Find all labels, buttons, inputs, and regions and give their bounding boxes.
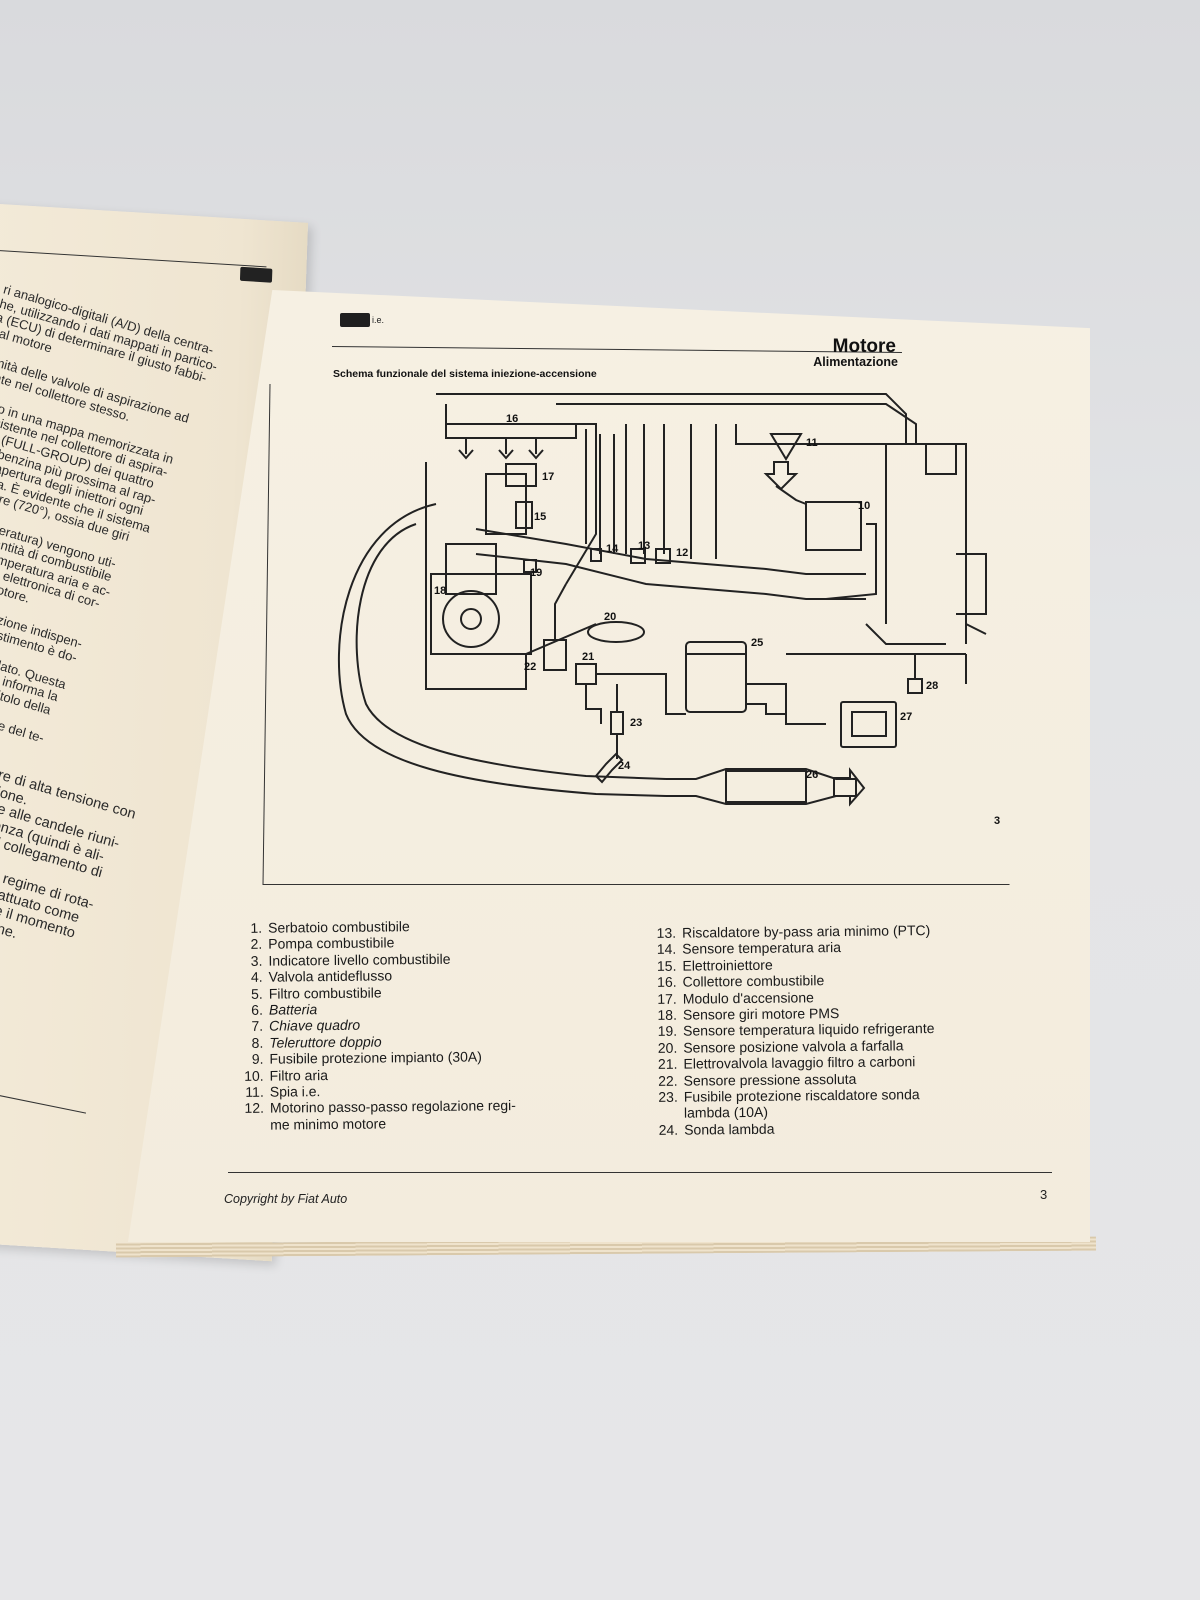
diagram-label: 23 [630, 717, 642, 729]
throttle-sensor-20 [587, 621, 645, 643]
diagram-label: 18 [434, 585, 446, 597]
ecu-27 [840, 701, 897, 748]
page-logo: i.e. [340, 313, 384, 327]
diagram-label: 13 [638, 540, 650, 552]
logo-suffix: i.e. [372, 315, 385, 325]
injector-15 [515, 501, 533, 529]
diagram-label: 22 [524, 661, 536, 673]
legend-item: me minimo motore [270, 1115, 387, 1133]
copyright-notice: Copyright by Fiat Auto [224, 1192, 348, 1206]
air-temp-sensor-14 [590, 548, 602, 562]
right-page [128, 290, 1090, 1242]
relay-28 [907, 678, 923, 694]
diagram-label: 20 [604, 611, 616, 623]
fuel-line-top [436, 393, 907, 444]
diagram-label: 14 [606, 543, 619, 555]
diagram-label: 25 [751, 637, 763, 649]
diagram-label: 12 [676, 547, 688, 559]
stepper-motor-12 [655, 548, 671, 564]
diagram-label: 16 [506, 413, 518, 425]
catalytic-converter-26 [725, 770, 807, 803]
diagram-label: 3 [994, 815, 1000, 827]
diagram-label: 15 [534, 511, 546, 523]
air-filter-10 [805, 501, 862, 551]
legend-item: 13.Riscaldatore by-pass aria minimo (PTC… [656, 922, 931, 941]
engine-block [430, 573, 532, 655]
diagram-label: 28 [926, 680, 938, 692]
legend-right-column: 13.Riscaldatore by-pass aria minimo (PTC… [650, 922, 936, 1138]
diagram-label: 26 [806, 769, 818, 781]
logo-mark [340, 313, 370, 327]
page-number: 3 [1040, 1187, 1048, 1202]
legend-item: 21.Elettrovalvola lavaggio filtro a carb… [657, 1053, 916, 1073]
section-subtitle: Alimentazione [813, 355, 898, 369]
diagram-label: 10 [858, 500, 870, 512]
diagram-label: 11 [806, 437, 818, 449]
footer-rule [228, 1172, 1052, 1173]
diagram-title: Schema funzionale del sistema iniezione-… [333, 368, 597, 380]
left-page-footer-rule [0, 1084, 87, 1114]
legend-item: 12.Motorino passo-passo regolazione regi… [244, 1097, 516, 1117]
ignition-module-17 [505, 463, 537, 487]
left-page-logo [239, 266, 273, 283]
section-title: Motore [832, 336, 896, 357]
legend-item: 9.Fusibile protezione impianto (30A) [251, 1048, 482, 1068]
fuel-rail-16 [445, 423, 577, 439]
diagram-label: 21 [582, 651, 594, 663]
fuse-23 [610, 711, 624, 735]
warning-lamp-11 [769, 433, 803, 461]
coolant-sensor-19 [523, 559, 537, 573]
left-page-header-rule [0, 248, 267, 268]
diagram-label: 17 [542, 471, 554, 483]
purge-valve-21 [575, 663, 597, 685]
diagram-label: 19 [530, 567, 542, 579]
injection-ignition-diagram: 10 11 12 13 14 15 16 17 18 19 20 21 22 2… [337, 393, 1000, 827]
lambda-sensor-24 [594, 752, 624, 784]
diagram-label: 27 [900, 711, 912, 723]
diagram-label: 24 [618, 760, 631, 772]
canister-25 [685, 641, 747, 713]
legend-item: 24.Sonda lambda [658, 1120, 775, 1138]
legend-left-column: 1.Serbatoio combustibile 2.Pompa combust… [236, 917, 516, 1133]
flywheel-18 [442, 590, 500, 648]
ptc-heater-13 [630, 548, 646, 564]
